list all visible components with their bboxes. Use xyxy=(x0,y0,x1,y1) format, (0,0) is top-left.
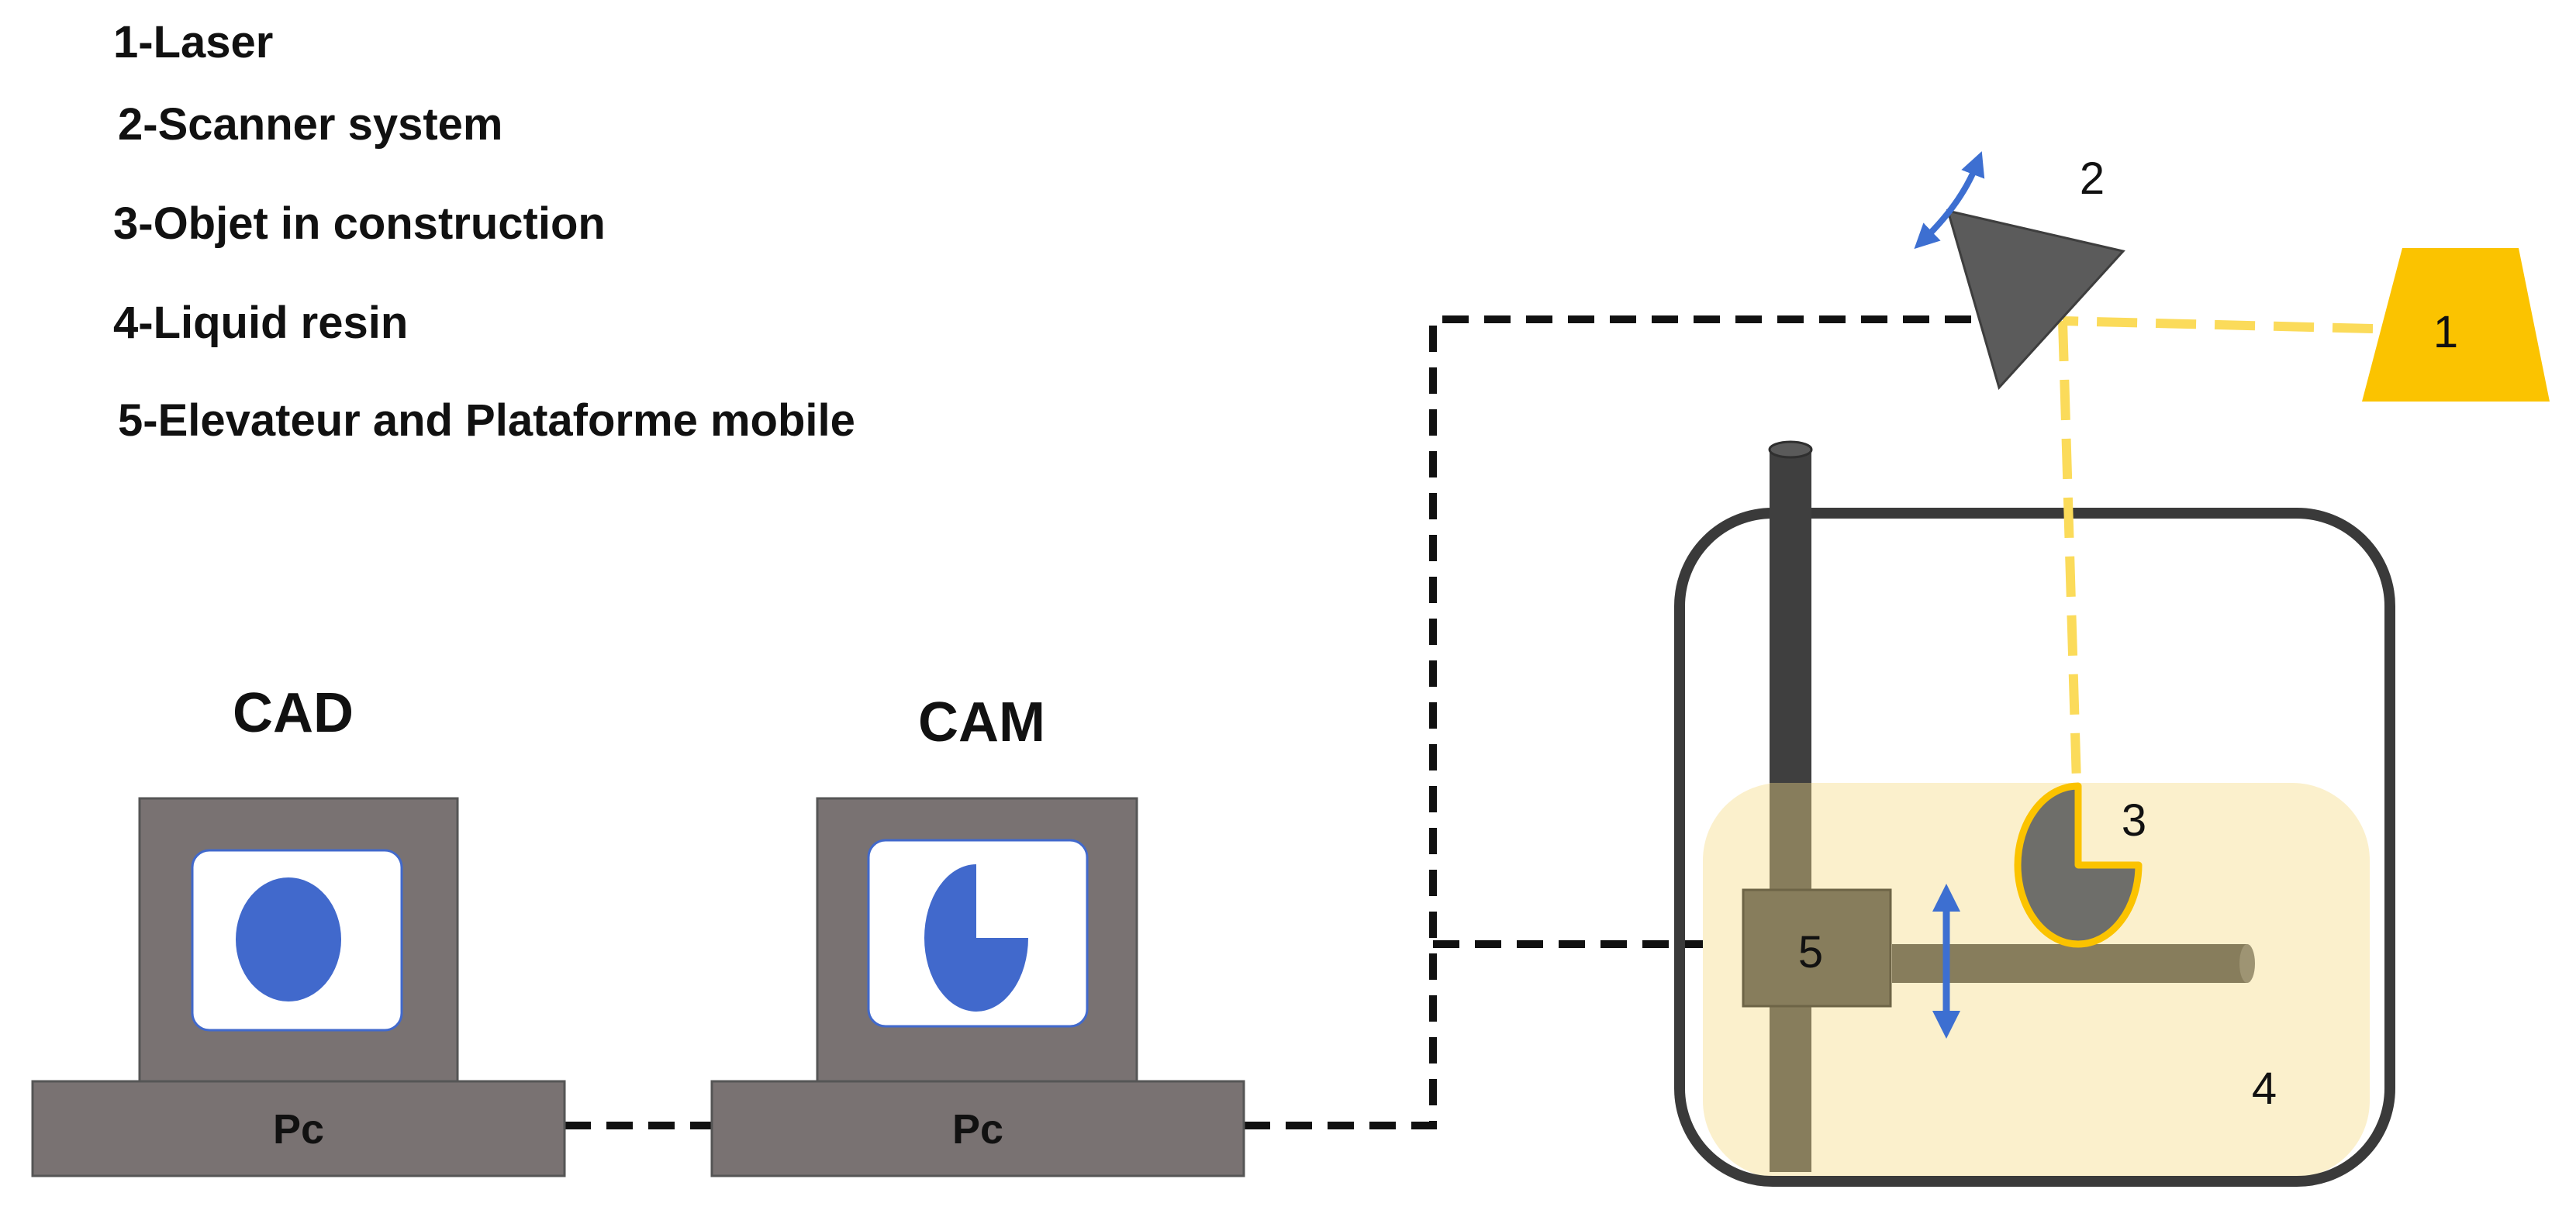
elevator-block xyxy=(1742,888,1892,1008)
laser-number: 1 xyxy=(2433,307,2458,357)
legend-item-elevator: 5-Elevateur and Plataforme mobile xyxy=(118,395,855,446)
cad-computer: CAD Pc xyxy=(31,682,566,1177)
scanner-system: 2 xyxy=(1914,151,2125,390)
elevator-rod-upper xyxy=(1770,450,1811,783)
legend-item-scanner: 2-Scanner system xyxy=(118,99,502,150)
cad-pc-base xyxy=(31,1080,566,1177)
object-in-construction: 3 xyxy=(2014,782,2146,948)
cad-circle-icon xyxy=(236,877,341,1001)
elevator-number: 5 xyxy=(1798,927,1823,977)
cam-title: CAM xyxy=(918,691,1045,753)
cam-pie-icon xyxy=(924,864,1028,1012)
laser-beam xyxy=(2058,316,2374,784)
cam-screen xyxy=(867,839,1089,1028)
cam-pc-label: Pc xyxy=(952,1106,1003,1153)
legend-item-laser: 1-Laser xyxy=(113,17,273,67)
elevator-rod-cap xyxy=(1768,440,1813,459)
elevator-assembly: 5 xyxy=(1742,440,2255,1172)
laser-source: 1 xyxy=(2362,248,2550,402)
cam-computer: CAM Pc xyxy=(710,691,1245,1177)
tank-outline xyxy=(1674,508,2395,1187)
cad-title: CAD xyxy=(233,682,354,744)
beam-horizontal xyxy=(2062,316,2374,333)
scanner-mirror xyxy=(1946,209,2125,390)
object-number: 3 xyxy=(2122,795,2146,846)
legend: 1-Laser 2-Scanner system 3-Objet in cons… xyxy=(113,17,855,446)
laser-body xyxy=(2362,248,2550,402)
data-cables xyxy=(565,315,1976,1129)
cam-pc-base xyxy=(710,1080,1245,1177)
scanner-rotation-arrow-icon xyxy=(1914,151,1985,250)
legend-item-object: 3-Objet in construction xyxy=(113,198,606,249)
cable-cam-to-scanner xyxy=(1244,315,1976,1129)
scanner-number: 2 xyxy=(2080,153,2105,204)
cad-pc-label: Pc xyxy=(273,1106,324,1153)
legend-item-resin: 4-Liquid resin xyxy=(113,298,408,348)
platform-end xyxy=(2239,944,2255,983)
resin-number: 4 xyxy=(2252,1063,2277,1114)
object-shape xyxy=(2014,782,2143,948)
beam-vertical xyxy=(2058,320,2081,784)
